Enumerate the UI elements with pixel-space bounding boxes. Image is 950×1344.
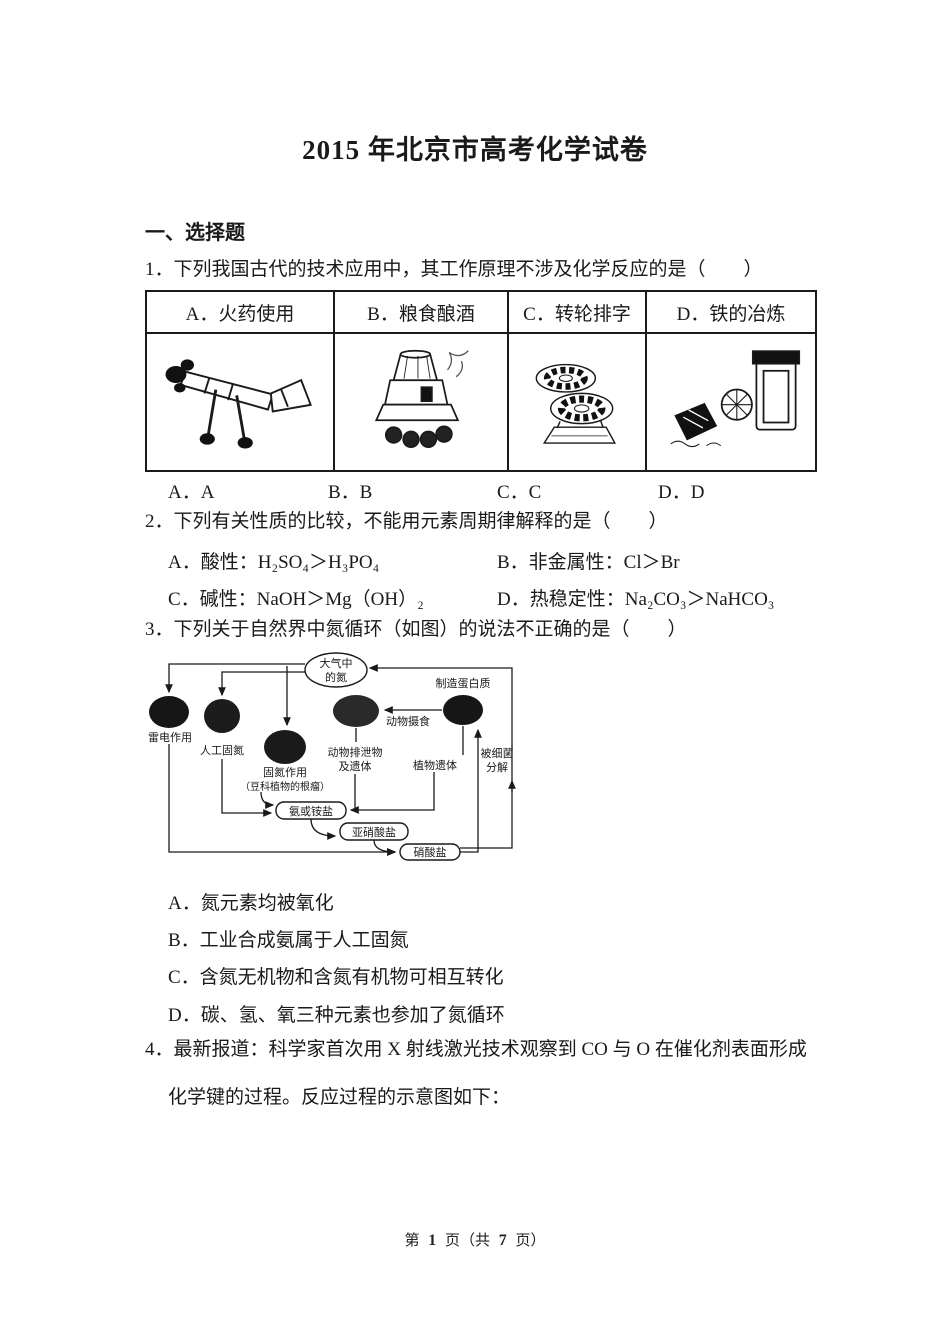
nitrite-box-label: 亚硝酸盐 (352, 825, 396, 839)
section-heading: 一、选择题 (145, 222, 245, 244)
q2-option-d: D．热稳定性：Na₂CO₃＞NaHCO₃ (497, 589, 775, 610)
q2-option-b: B．非金属性：Cl＞Br (497, 552, 680, 573)
question-1-answer-row: A．A B．B C．C D．D (145, 477, 845, 503)
atmosphere-nitrogen-node: 大气中 的氮 (304, 652, 368, 688)
table-image-row (145, 332, 817, 472)
artificial-fixation-node: 人工固氮 (200, 699, 244, 757)
ammonia-box-label: 氨或铵盐 (289, 804, 333, 818)
rotary-type-wheel-illustration (535, 363, 617, 444)
ammonia-box: 氨或铵盐 (275, 801, 347, 820)
page-title: 2015 年北京市高考化学试卷 (302, 135, 648, 165)
plant-remains-label: 植物遗体 (413, 758, 457, 772)
bacteria-label-line1: 被细菌 (481, 747, 514, 760)
q1-option-d: D．D (658, 482, 705, 503)
grain-wine-brewing-illustration (374, 349, 469, 449)
question-3-text: 3．下列关于自然界中氮循环（如图）的说法不正确的是（ ） (145, 619, 687, 640)
animal-waste-label-line1: 动物排泄物 (328, 745, 383, 759)
question-1-table: A．火药使用 B．粮食酿酒 C．转轮排字 D．铁的冶炼 (145, 290, 817, 472)
footer-page-number: 1 (428, 1232, 437, 1249)
image-cell-b (333, 332, 509, 472)
footer-middle: 页（共 (444, 1233, 490, 1249)
footer-prefix: 第 (404, 1233, 420, 1249)
fixation-node: 固氮作用 （豆科植物的根瘤） (240, 730, 330, 793)
lightning-node: 雷电作用 (148, 696, 192, 744)
question-2-text: 2．下列有关性质的比较，不能用元素周期律解释的是（ ） (145, 511, 668, 532)
animal-waste-label-line2: 及遗体 (339, 759, 372, 773)
make-protein-label: 制造蛋白质 (436, 676, 491, 690)
nitrate-box: 硝酸盐 (399, 843, 461, 861)
q1-option-b: B．B (328, 482, 373, 503)
q1-option-c: C．C (497, 482, 542, 503)
fire-lance-gunpowder-illustration (165, 359, 312, 449)
page-footer: 第 1 页（共 7 页） (0, 1229, 950, 1250)
q3-option-a: A．氮元素均被氧化 (168, 893, 334, 914)
q1-option-a: A．A (168, 482, 215, 503)
fixation-note-label: （豆科植物的根瘤） (240, 780, 330, 793)
image-cell-d (645, 332, 817, 472)
table-header-row: A．火药使用 B．粮食酿酒 C．转轮排字 D．铁的冶炼 (145, 290, 817, 334)
question-1-text: 1．下列我国古代的技术应用中，其工作原理不涉及化学反应的是（ ） (145, 259, 763, 280)
footer-total-pages: 7 (498, 1232, 507, 1249)
fixation-label: 固氮作用 (263, 765, 307, 779)
animal-node: 动物摄食 动物排泄物 及遗体 (328, 695, 430, 773)
q3-option-c: C．含氮无机物和含氮有机物可相互转化 (168, 967, 504, 988)
diagram-arrows (165, 663, 516, 856)
table-header-a: A．火药使用 (145, 290, 335, 334)
q3-option-b: B．工业合成氨属于人工固氮 (168, 930, 409, 951)
q2-option-a: A．酸性：H₂SO₄＞H₃PO₄ (168, 552, 380, 573)
question-4-text-line1: 4．最新报道：科学家首次用 X 射线激光技术观察到 CO 与 O 在催化剂表面形… (145, 1039, 807, 1060)
table-header-d: D．铁的冶炼 (645, 290, 817, 334)
q3-option-d: D．碳、氢、氧三种元素也参加了氮循环 (168, 1005, 505, 1026)
nitrate-box-label: 硝酸盐 (414, 845, 447, 859)
protein-node: 制造蛋白质 (436, 676, 491, 725)
q2-option-c: C．碱性：NaOH＞Mg（OH）₂ (168, 589, 424, 610)
artificial-fixation-label: 人工固氮 (200, 743, 244, 757)
iron-smelting-illustration (670, 350, 801, 448)
atmosphere-label-line2: 的氮 (325, 670, 347, 684)
bacteria-label-line2: 分解 (486, 760, 508, 774)
image-cell-a (145, 332, 335, 472)
table-header-c: C．转轮排字 (507, 290, 647, 334)
animal-feeding-label: 动物摄食 (386, 714, 430, 728)
footer-suffix: 页） (515, 1233, 546, 1249)
lightning-label: 雷电作用 (148, 731, 192, 744)
atmosphere-label-line1: 大气中 (320, 656, 353, 670)
nitrogen-cycle-diagram: 大气中 的氮 雷电作用 人工固氮 固氮作用 （豆科植物的根瘤） 动物摄食 动物排… (148, 652, 516, 861)
table-header-b: B．粮食酿酒 (333, 290, 509, 334)
question-4-text-line2: 化学键的过程。反应过程的示意图如下： (168, 1087, 511, 1108)
nitrite-box: 亚硝酸盐 (339, 822, 409, 841)
image-cell-c (507, 332, 647, 472)
